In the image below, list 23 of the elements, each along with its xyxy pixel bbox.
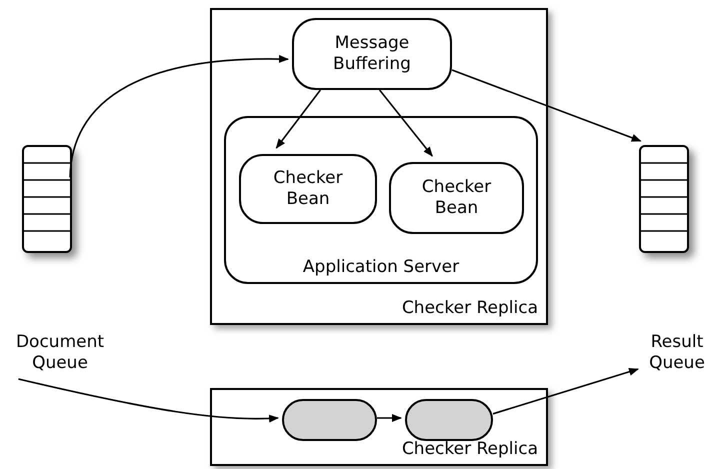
box-label: Checker Bean <box>420 176 492 220</box>
pill-shape <box>405 399 493 441</box>
process-box <box>239 154 377 224</box>
box-title: Checker Replica <box>402 298 538 319</box>
server-box <box>224 116 538 284</box>
arrow <box>492 368 639 415</box>
pill-shape <box>282 399 377 441</box>
box-title: Checker Replica <box>402 438 538 460</box>
arrow <box>69 55 289 178</box>
replica-box <box>210 8 548 325</box>
arrow <box>452 69 642 142</box>
process-box <box>389 162 524 234</box>
arrow <box>378 90 433 157</box>
process-box <box>292 18 452 90</box>
box-title: Application Server <box>302 256 460 278</box>
arrow <box>377 414 402 422</box>
queue-label: Document Queue <box>14 332 106 374</box>
box-label: Checker Bean <box>272 168 344 210</box>
queue-label: Result Queue <box>648 332 706 374</box>
arrow <box>18 378 279 422</box>
box-label: Message Buffering <box>332 32 412 76</box>
replica-box <box>210 388 548 466</box>
arrow <box>276 90 322 149</box>
